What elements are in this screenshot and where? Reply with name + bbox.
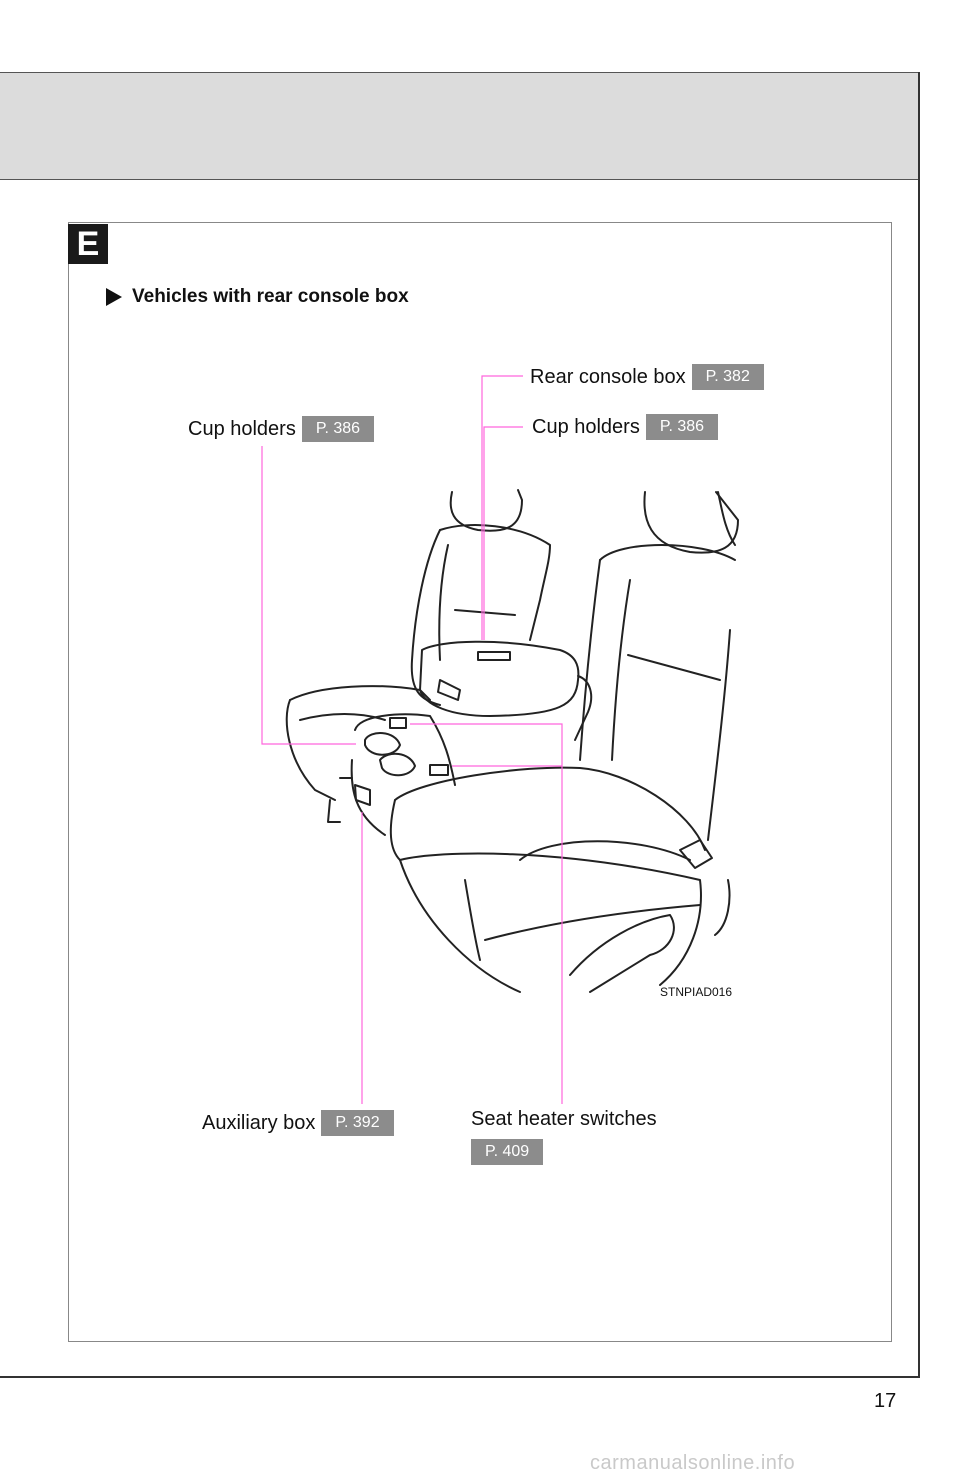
- leader-lines: [261, 375, 563, 1104]
- callout-rear-console-box: Rear console box P. 382: [530, 364, 764, 390]
- diagram-code: STNPIAD016: [660, 985, 733, 999]
- section-badge: E: [68, 224, 108, 264]
- callout-label: Seat heater switches: [471, 1108, 657, 1130]
- callout-seat-heater-switches: Seat heater switches P. 409: [471, 1108, 657, 1165]
- subheading-text: Vehicles with rear console box: [132, 286, 409, 307]
- triangle-bullet-icon: [106, 288, 122, 306]
- callout-auxiliary-box: Auxiliary box P. 392: [202, 1110, 394, 1136]
- right-rule: [918, 72, 920, 1378]
- page-reference[interactable]: P. 409: [471, 1139, 544, 1165]
- callout-label: Auxiliary box: [202, 1111, 316, 1134]
- seat-drawing: [285, 489, 739, 993]
- watermark: carmanualsonline.info: [590, 1452, 796, 1474]
- callout-label: Rear console box: [530, 365, 686, 388]
- callout-cup-holders-right: Cup holders P. 386: [532, 414, 719, 440]
- page-number: 17: [874, 1390, 897, 1412]
- header-band: [0, 72, 919, 180]
- page-reference[interactable]: P. 382: [691, 364, 764, 390]
- page-reference[interactable]: P. 392: [321, 1110, 394, 1136]
- subheading: Vehicles with rear console box: [106, 286, 409, 308]
- page-reference[interactable]: P. 386: [301, 416, 375, 442]
- bottom-rule: [0, 1376, 920, 1378]
- page-reference[interactable]: P. 386: [645, 414, 719, 440]
- callout-label: Cup holders: [188, 417, 296, 440]
- callout-label: Cup holders: [532, 415, 640, 438]
- callout-cup-holders-left: Cup holders P. 386: [188, 416, 375, 442]
